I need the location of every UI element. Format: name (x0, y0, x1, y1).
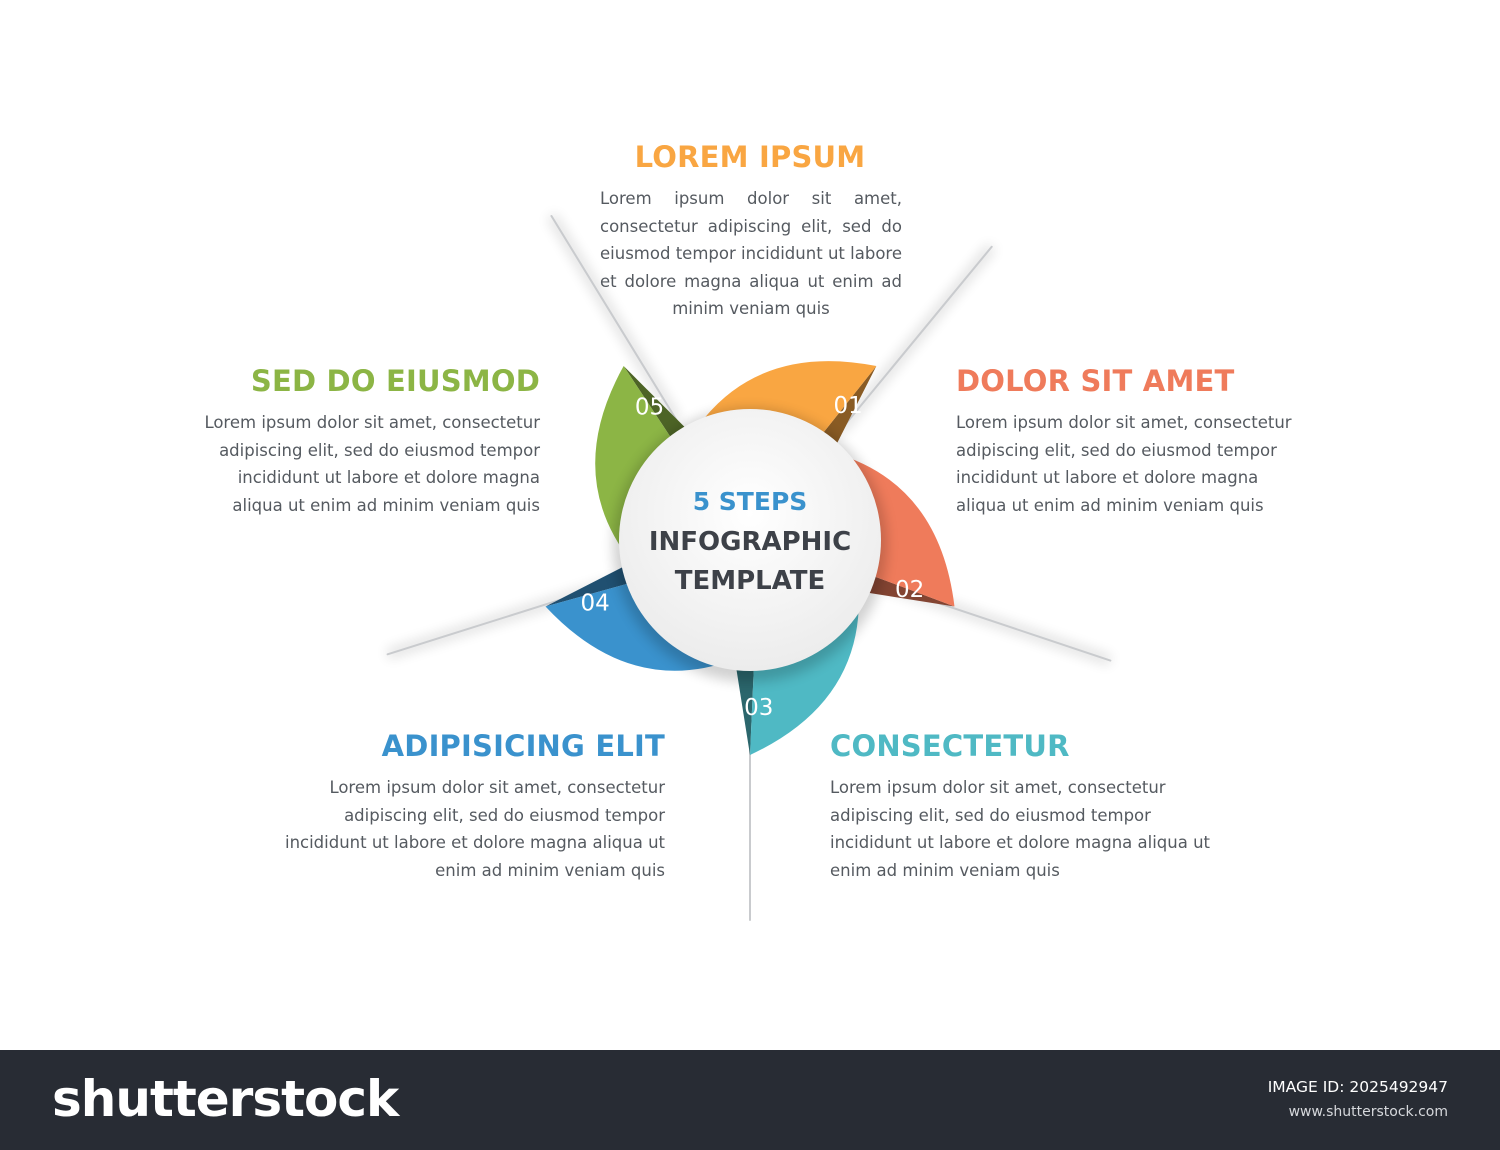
cycle-diagram: 01 02 03 04 05 (386, 213, 1112, 921)
step-3-number: 03 (744, 695, 773, 721)
petal-fold-1 (817, 366, 877, 444)
divider-line (550, 214, 678, 422)
center-title-infographic: INFOGRAPHIC (648, 527, 852, 557)
footer-logo: shutterstock (52, 1070, 399, 1128)
center-circle (619, 409, 881, 671)
footer-site: www.shutterstock.com (1288, 1104, 1448, 1120)
petal-1 (691, 361, 877, 441)
step-4-body: Lorem ipsum dolor sit amet, consectetur … (284, 778, 665, 880)
step-2-number: 02 (895, 577, 924, 603)
footer-bar: shutterstock IMAGE ID: 2025492947 www.sh… (0, 1050, 1500, 1150)
step-4-number: 04 (581, 591, 610, 617)
step-4-title: ADIPISICING ELIT (381, 729, 665, 763)
step-1-number: 01 (834, 393, 863, 419)
step-2-title: DOLOR SIT AMET (956, 364, 1235, 398)
petal-fold-3 (736, 659, 755, 755)
step-5-number: 05 (635, 395, 664, 421)
petal-fold-4 (545, 567, 638, 607)
center-title-template: TEMPLATE (674, 566, 826, 596)
divider-line (838, 245, 993, 433)
step-5-title: SED DO EIUSMOD (250, 364, 540, 398)
step-2-body: Lorem ipsum dolor sit amet, consectetur … (956, 413, 1292, 515)
center-title-steps: 5 STEPS (692, 487, 808, 516)
petal-fold-2 (865, 573, 955, 607)
step-1-body: Lorem ipsum dolor sit amet, consectetur … (600, 189, 902, 318)
step-5-body: Lorem ipsum dolor sit amet, consectetur … (204, 413, 540, 515)
step-3-body: Lorem ipsum dolor sit amet, consectetur … (830, 778, 1211, 880)
petal-fold-5 (623, 366, 685, 446)
step-numbers: 01 02 03 04 05 (581, 393, 925, 721)
footer-image-id: IMAGE ID: 2025492947 (1267, 1078, 1448, 1096)
step-1-title: LOREM IPSUM (634, 140, 866, 174)
step-3-title: CONSECTETUR (830, 729, 1070, 763)
petal-5 (595, 366, 677, 563)
